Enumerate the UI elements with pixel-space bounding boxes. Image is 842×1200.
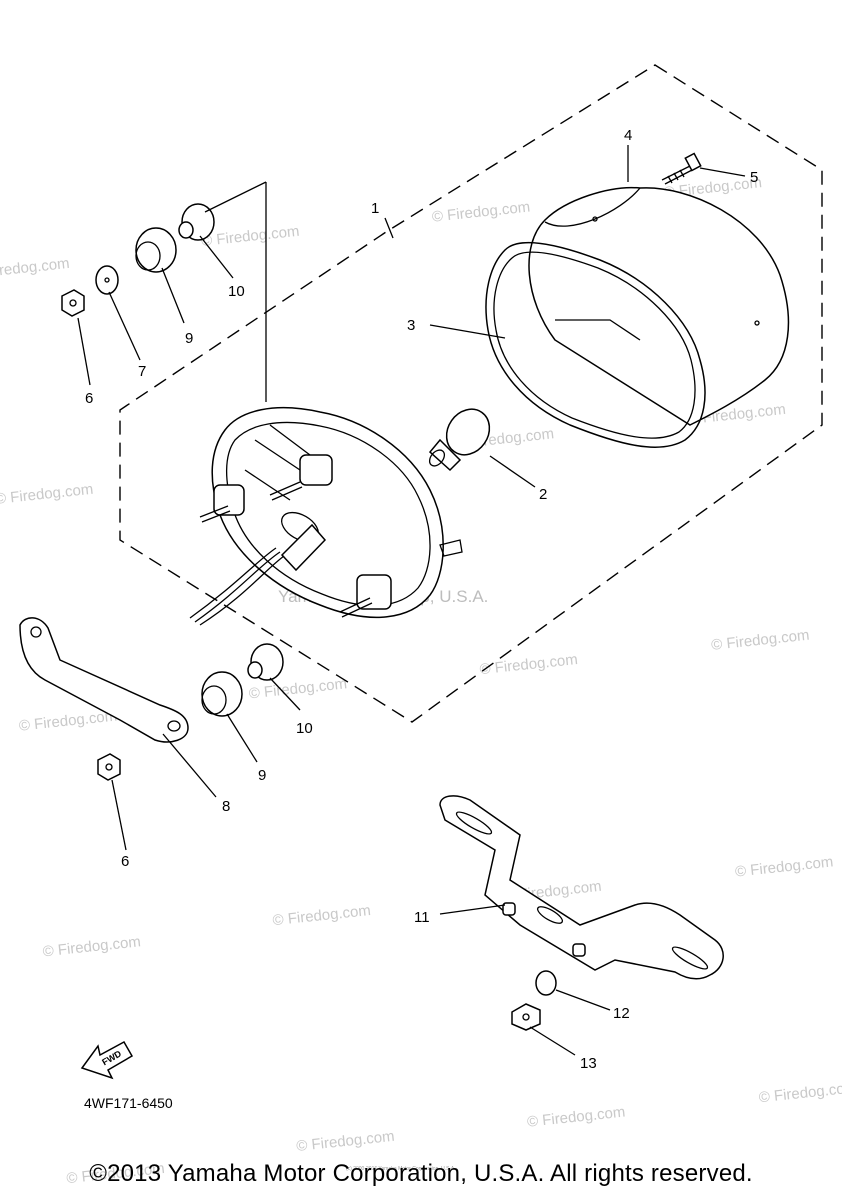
watermark: © Firedog.com xyxy=(42,933,142,960)
lens-housing xyxy=(528,186,790,426)
washer-12 xyxy=(535,970,557,996)
callout-10: 10 xyxy=(296,720,313,737)
callout-1: 1 xyxy=(371,200,379,217)
callout-5: 5 xyxy=(750,169,758,186)
nut-lower xyxy=(97,753,121,781)
callout-6: 6 xyxy=(121,853,129,870)
watermark: © Firedog.com xyxy=(710,627,810,654)
callout-12: 12 xyxy=(613,1005,630,1022)
watermark: © Firedog.com xyxy=(734,853,834,880)
watermark: © Firedog.com xyxy=(526,1104,626,1131)
diagram-code: 4WF171-6450 xyxy=(84,1095,173,1111)
copyright-notice: ©2013 Yamaha Motor Corporation, U.S.A. A… xyxy=(89,1160,753,1187)
callout-8: 8 xyxy=(222,798,230,815)
bulb xyxy=(428,408,491,472)
watermark: © Firedog.com xyxy=(479,651,579,678)
tiny-credit: (c) 2000-2016 Yamaha Motor Corporation, … xyxy=(346,1166,456,1172)
callout-13: 13 xyxy=(580,1055,597,1072)
callout-3: 3 xyxy=(407,317,415,334)
callout-9: 9 xyxy=(258,767,266,784)
watermark: © Firedog.com xyxy=(272,902,372,929)
callout-10: 10 xyxy=(228,283,245,300)
washer xyxy=(95,265,119,295)
callout-2: 2 xyxy=(539,486,547,503)
collar-upper xyxy=(178,203,215,241)
nut-13 xyxy=(511,1003,541,1031)
screw xyxy=(661,152,702,185)
watermark: © Firedog.com xyxy=(758,1079,842,1106)
license-bracket xyxy=(439,795,724,980)
callout-7: 7 xyxy=(138,363,146,380)
assembly-boundary xyxy=(119,64,823,723)
nut-upper xyxy=(61,289,85,317)
watermark: © Firedog.com xyxy=(0,255,70,282)
watermark: © Firedog.com xyxy=(200,223,300,250)
callout-6: 6 xyxy=(85,390,93,407)
callout-9: 9 xyxy=(185,330,193,347)
fwd-arrow-icon: FWD xyxy=(80,1040,134,1080)
stay xyxy=(19,617,189,743)
leader-lines xyxy=(77,145,746,1056)
taillight-base xyxy=(189,406,463,626)
grommet-upper xyxy=(135,227,177,273)
collar-lower xyxy=(247,643,284,681)
callout-4: 4 xyxy=(624,127,632,144)
watermark: © Firedog.com xyxy=(296,1128,396,1155)
grommet-lower xyxy=(201,671,243,717)
gasket xyxy=(485,241,706,448)
watermark: © Firedog.com xyxy=(0,481,94,508)
watermark: © Firedog.com xyxy=(431,198,531,225)
callout-11: 11 xyxy=(414,909,430,926)
